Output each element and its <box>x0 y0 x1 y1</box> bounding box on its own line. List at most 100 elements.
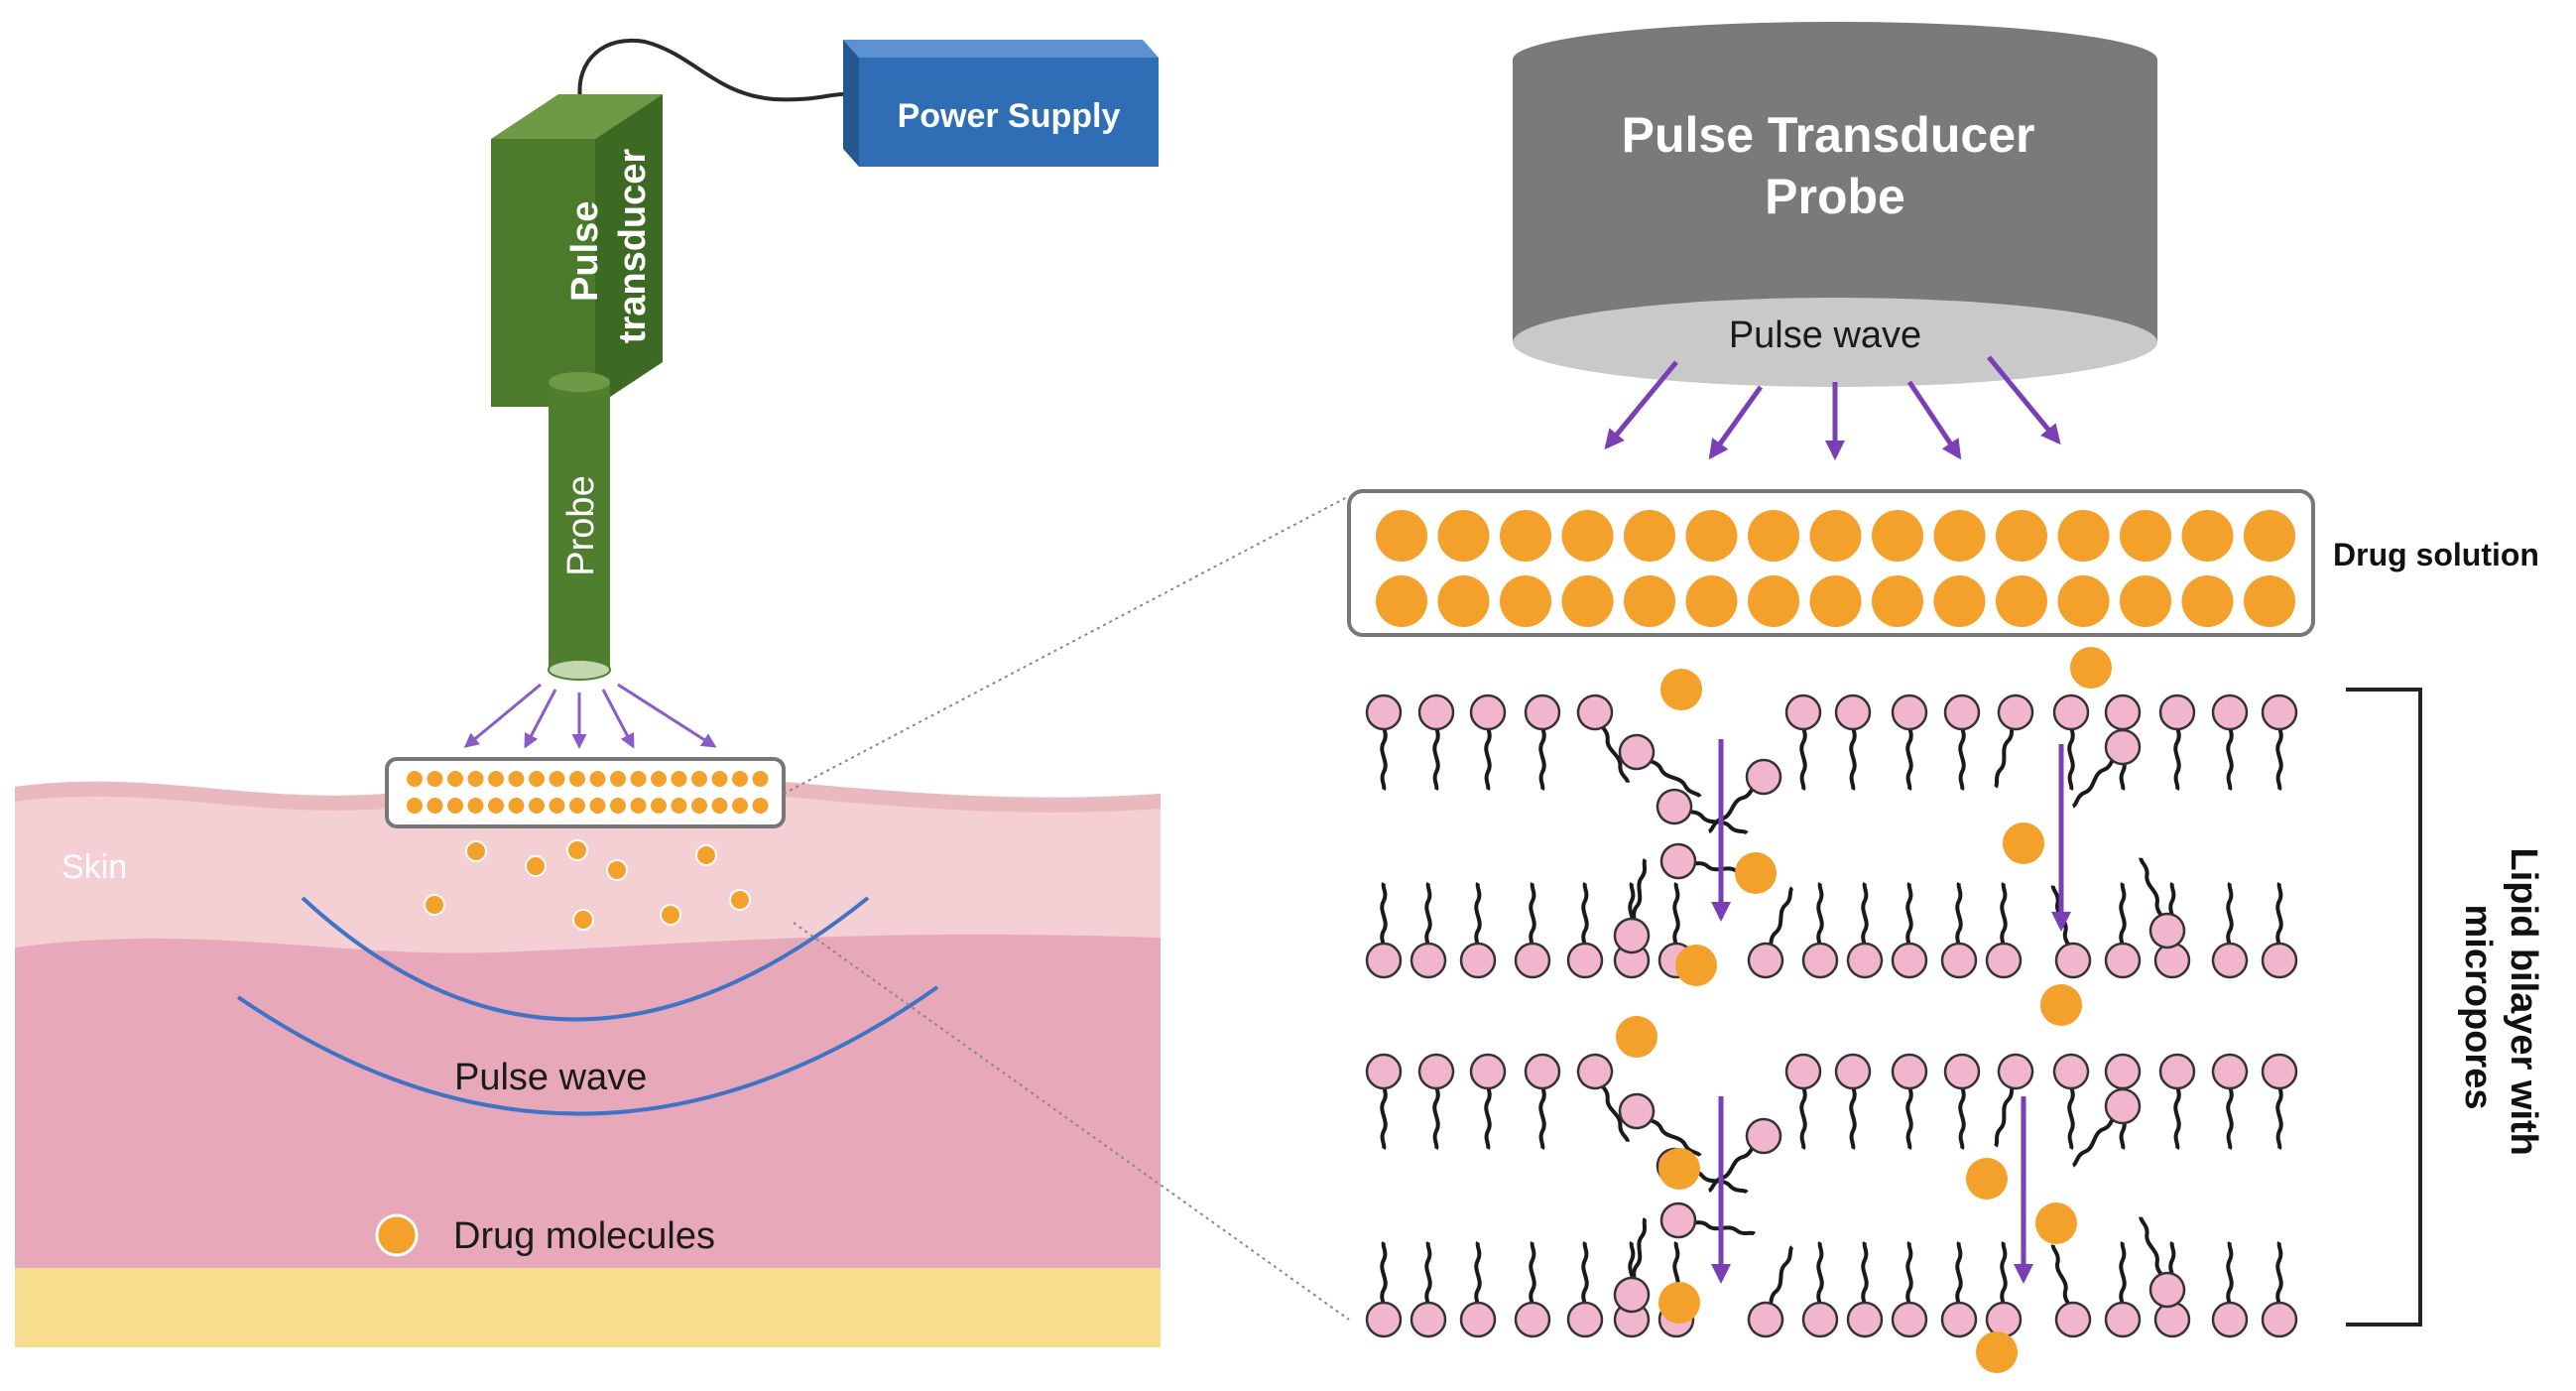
lipid-molecule <box>1943 1053 1981 1151</box>
drug-solution-molecule <box>1685 575 1738 627</box>
power-cable <box>577 38 844 102</box>
pulse-arrow <box>1708 385 1764 460</box>
pulse-wave-arc-inner <box>301 896 870 1022</box>
skin-cross-section <box>15 774 1161 1347</box>
drug-molecule <box>424 894 445 916</box>
drug-patch-dot <box>467 771 484 787</box>
diffused-drug-molecules <box>424 839 751 931</box>
lipid-molecule <box>2211 1053 2249 1151</box>
drug-solution-molecule <box>1748 575 1799 627</box>
lipid-molecule <box>1417 1053 1455 1151</box>
drug-solution-molecule <box>2181 510 2234 562</box>
lipid-molecule <box>1891 1053 1928 1151</box>
probe-label: Probe <box>560 475 602 575</box>
drug-patch-dot <box>467 798 484 814</box>
lipid-molecule <box>1891 1240 1928 1338</box>
drug-molecule-pore <box>2003 822 2044 864</box>
drug-patch-dot <box>447 771 463 787</box>
pulse-arrow <box>1906 380 1962 460</box>
lipid-molecule <box>2211 694 2249 792</box>
drug-solution-molecule <box>1872 510 1923 562</box>
drug-patch-dot <box>711 798 728 814</box>
drug-patch-dot <box>732 798 748 814</box>
drug-molecule-pore <box>2035 1202 2077 1244</box>
drug-patch-dot <box>427 771 443 787</box>
zoom-connector-lines <box>783 495 1350 1321</box>
drug-solution-molecule <box>1500 510 1551 562</box>
drug-solution-molecule <box>1933 575 1986 627</box>
lipid-molecule <box>1651 783 1756 851</box>
bilayer-bracket <box>2346 688 2422 1327</box>
drug-patch-dot <box>610 798 626 814</box>
probe-title: Pulse Transducer Probe <box>1622 107 2049 224</box>
pulse-transducer-label: Pulse transducer <box>564 149 654 344</box>
drug-molecule-pore <box>1976 1331 2018 1373</box>
lipid-molecule <box>1784 694 1822 792</box>
lipid-molecule <box>2034 879 2096 983</box>
skin-label: Skin <box>61 848 127 886</box>
drug-solution-molecule <box>1996 575 2047 627</box>
drug-molecule-pore <box>1675 945 1717 986</box>
lipid-molecule <box>2261 694 2298 792</box>
lipid-molecule <box>2211 881 2249 979</box>
drug-patch-dot <box>610 771 626 787</box>
lipid-molecule <box>1365 694 1403 792</box>
drug-patch-dot <box>488 798 504 814</box>
drug-molecule-pore <box>2040 984 2082 1026</box>
probe-arrow <box>524 689 557 749</box>
lipid-molecule <box>2158 694 2196 792</box>
drug-patch-dot <box>630 798 647 814</box>
drug-patch-dot <box>711 771 728 787</box>
lipid-molecule <box>1834 1053 1872 1151</box>
drug-patch-dot <box>671 798 687 814</box>
drug-patch-dot <box>529 771 545 787</box>
drug-solution-molecule <box>1624 510 1675 562</box>
pulse-transducer-block: Pulse transducer <box>491 94 663 407</box>
drug-solution-molecules <box>1376 510 2295 627</box>
lipid-molecule <box>2158 1053 2196 1151</box>
pulse-wave-arcs <box>236 896 939 1116</box>
drug-patch-dot <box>752 771 769 787</box>
lipid-molecule <box>1784 1053 1822 1151</box>
drug-solution-molecule <box>1933 510 1986 562</box>
power-supply-box: Power Supply <box>843 40 1159 167</box>
pulse-arrow <box>1987 355 2061 445</box>
drug-molecule <box>695 844 717 866</box>
drug-molecule-pore <box>1735 852 1777 894</box>
pulse-wave-label-left: Pulse wave <box>454 1057 647 1098</box>
drug-patch-dot <box>549 798 565 814</box>
drug-solution-molecule <box>2244 510 2295 562</box>
lipid-molecule <box>1846 881 1884 979</box>
lipid-molecule <box>1940 1240 1978 1338</box>
drug-patch-dot <box>549 771 565 787</box>
drug-solution-molecule <box>2057 510 2110 562</box>
lipid-molecule <box>2211 1240 2249 1338</box>
drug-patch-small <box>385 757 786 828</box>
skin-bottom-layer <box>15 1268 1161 1347</box>
drug-solution-molecule <box>1500 575 1551 627</box>
lipid-molecule <box>1801 1240 1839 1338</box>
drug-patch-dot <box>752 798 769 814</box>
drug-molecule-legend-icon <box>375 1213 419 1257</box>
probe-cylinder: Probe <box>548 372 611 681</box>
drug-patch-dot <box>407 798 423 814</box>
lipid-molecule <box>1656 1199 1760 1253</box>
lipid-molecule <box>1524 694 1561 792</box>
lipid-bilayers <box>1365 688 2298 1343</box>
lipid-bilayer-label: Lipid bilayer with micropores <box>2457 848 2544 1167</box>
pulse-arrow <box>1604 360 1678 450</box>
lipid-molecule <box>1985 1240 2023 1338</box>
drug-solution-molecule <box>1561 575 1614 627</box>
drug-molecules-label: Drug molecules <box>453 1215 715 1257</box>
lipid-molecule <box>1985 881 2023 979</box>
lipid-molecule <box>1459 1240 1497 1338</box>
probe-arrow <box>463 683 542 748</box>
drug-patch-dot <box>427 798 443 814</box>
lipid-molecule <box>1459 881 1497 979</box>
drug-patch-dot <box>732 771 748 787</box>
drug-solution-molecule <box>1561 510 1614 562</box>
lipid-molecule <box>1469 1053 1507 1151</box>
drug-molecule-pore <box>1658 1148 1700 1190</box>
drug-molecule-pore <box>1660 669 1702 710</box>
power-supply-label: Power Supply <box>898 97 1121 135</box>
